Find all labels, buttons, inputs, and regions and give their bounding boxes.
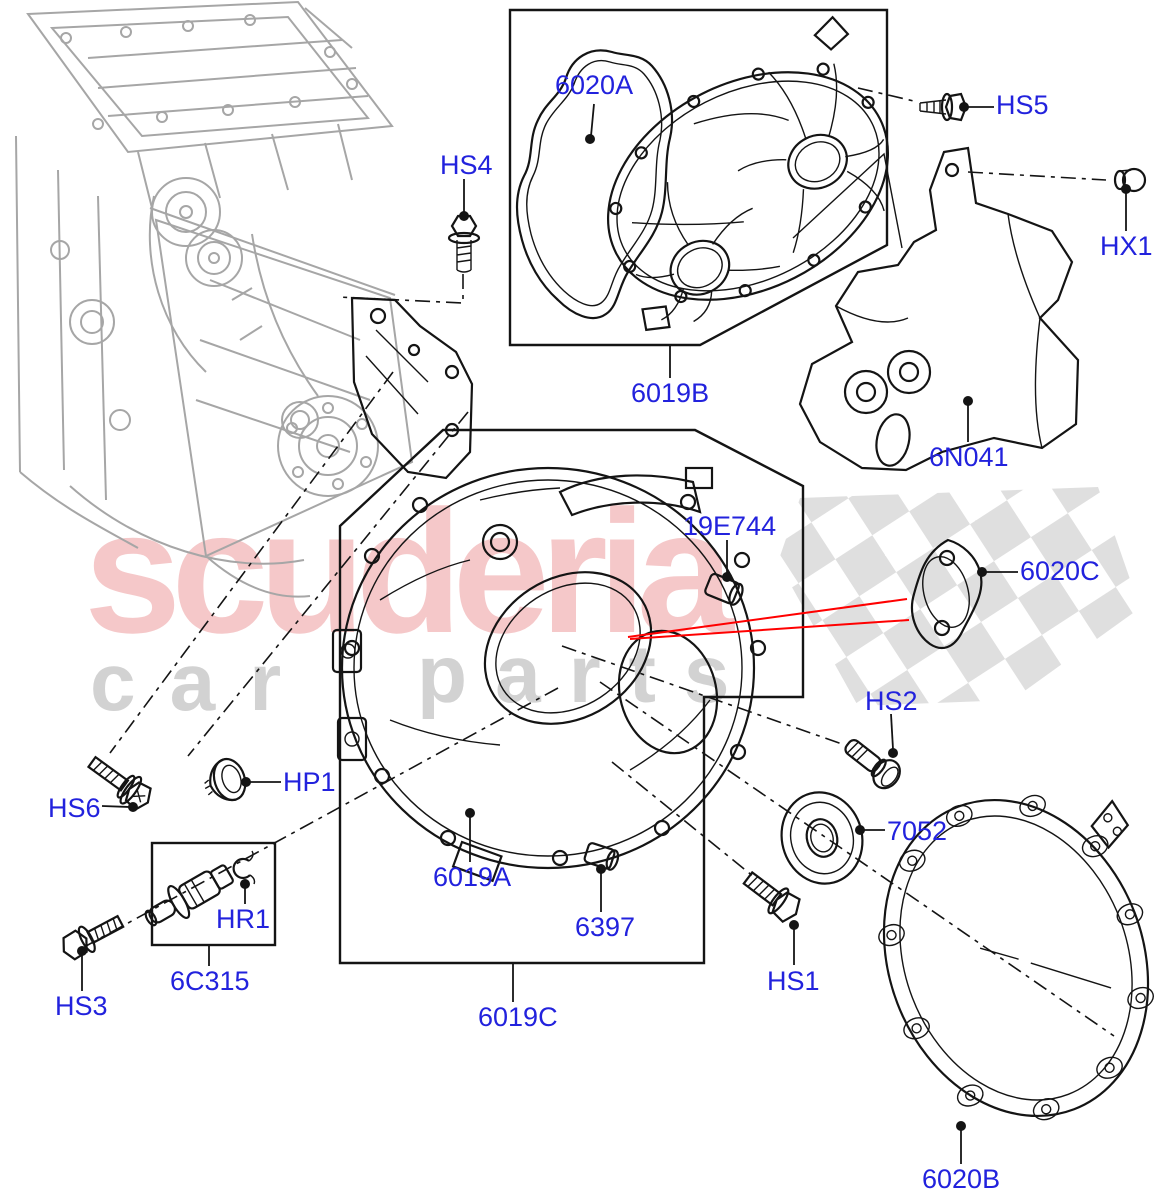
clip-hr1 [232,850,256,885]
watermark-word-car: car [90,637,315,728]
callout-6020a: 6020A [555,70,634,100]
assembly-axis-lines [85,87,1115,1037]
watermark-brand-text: scuderia [84,475,735,670]
callout-hs4: HS4 [440,150,493,180]
callout-6019a: 6019A [433,862,512,892]
heat-shield-6n041 [792,146,1080,472]
seal-7052 [780,791,864,885]
callout-box-top [508,8,889,347]
callout-6019b: 6019B [631,378,710,408]
callout-hp1: HP1 [283,767,336,797]
callout-6019c: 6019C [478,1002,558,1032]
callout-leader-lines [81,103,1127,1164]
red-pointer-lines [627,598,910,640]
callout-6c315: 6C315 [170,966,250,996]
callout-6020b: 6020B [922,1164,1001,1194]
timing-cover-6019b [606,15,890,332]
callout-6020c: 6020C [1020,556,1100,586]
callout-hs2: HS2 [865,686,918,716]
callout-6397: 6397 [575,912,636,942]
plug-hp1 [204,757,247,802]
callout-box-sensor [150,841,277,947]
checkered-flag-graphic [778,487,1140,706]
callout-hx1: HX1 [1100,231,1153,261]
callout-hs6: HS6 [48,793,101,823]
timing-cover-6019a [331,466,767,883]
callout-hs1: HS1 [767,966,820,996]
bolt-hs3 [62,914,125,961]
callout-19e744: 19E744 [683,511,777,541]
watermark-word-parts: parts [417,629,758,720]
bolt-hs2 [844,739,901,790]
gasket-6020b [878,794,1154,1121]
callout-hs5: HS5 [996,90,1049,120]
callout-leader-dots [77,102,1131,1131]
callout-7052: 7052 [887,816,948,846]
bolt-hs4 [447,214,481,273]
sensor-6c315 [144,864,234,927]
watermark: scuderia car parts [84,475,1140,728]
bolt-hs1 [742,870,801,924]
bolt-hs5 [919,92,968,122]
engine-assembly-sketch [15,0,414,598]
callout-hs3: HS3 [55,991,108,1021]
callout-6n041: 6N041 [929,442,1009,472]
callout-hr1: HR1 [216,904,271,934]
dowel-6397 [583,842,620,871]
engine-rear-flange [350,296,474,480]
